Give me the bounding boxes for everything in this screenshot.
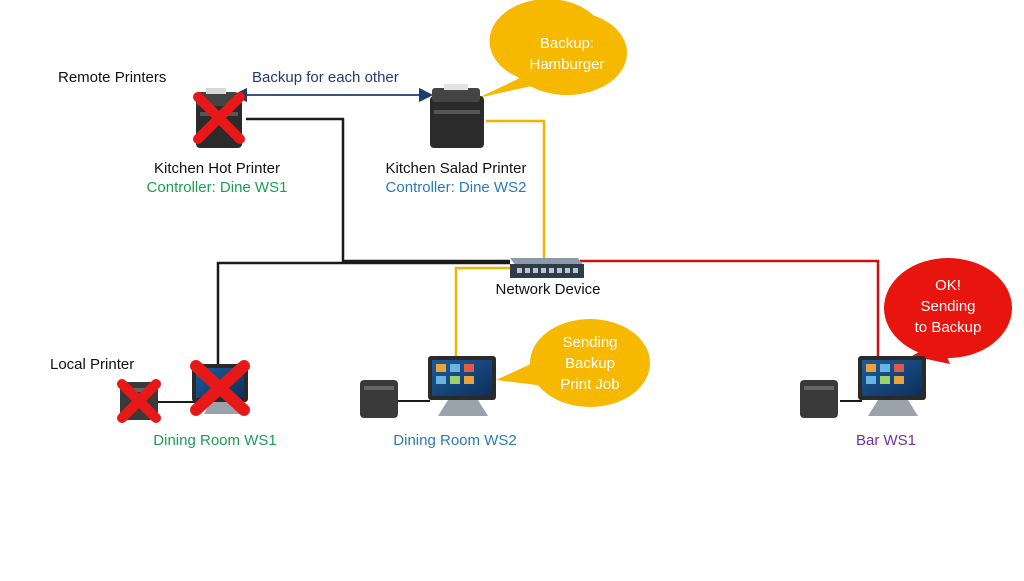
kitchen-salad-printer-label: Kitchen Salad Printer <box>385 160 527 177</box>
backup-each-other-label: Backup for each other <box>252 69 399 86</box>
kitchen-salad-controller-label: Controller: Dine WS2 <box>385 179 527 196</box>
remote-printers-label: Remote Printers <box>58 69 167 86</box>
bubble-line: to Backup <box>914 319 982 336</box>
bubble-line: Print Job <box>560 376 620 393</box>
bubble-sending-backup-text: Sending Backup Print Job <box>540 332 640 395</box>
line-switch-to-dining-ws1 <box>216 261 510 366</box>
connection-lines <box>158 117 880 403</box>
bubble-line: Backup: <box>539 35 595 52</box>
bubble-line: Sending <box>562 334 618 351</box>
local-printer-failure-x-icon <box>117 379 161 423</box>
bubble-line: Sending <box>920 298 976 315</box>
bubble-sending-backup <box>496 319 650 407</box>
dining-ws2-label: Dining Room WS2 <box>393 432 517 449</box>
kitchen-salad-printer-icon <box>430 84 484 148</box>
kitchen-hot-controller-label: Controller: Dine WS1 <box>146 179 288 196</box>
bubble-backup-hamburger-text: Backup: Hamburger <box>517 33 617 75</box>
network-switch-icon <box>510 258 584 278</box>
bubble-line: Backup <box>564 355 616 372</box>
bubble-line: OK! <box>935 277 961 294</box>
dining-ws2-terminal-icon <box>428 356 496 416</box>
line-switch-to-dining-ws2 <box>454 266 512 364</box>
line-switch-to-bar-ws1 <box>580 259 880 364</box>
kitchen-hot-printer-label: Kitchen Hot Printer <box>154 160 280 177</box>
kitchen-hot-failure-x-icon <box>193 92 245 144</box>
bubble-backup-hamburger <box>478 0 627 98</box>
local-printer-label: Local Printer <box>50 356 135 373</box>
bar-ws1-terminal-icon <box>858 356 926 416</box>
bar-ws1-printer-icon <box>800 380 838 418</box>
bubble-line: Hamburger <box>529 56 605 73</box>
dining-ws1-label: Dining Room WS1 <box>153 432 277 449</box>
dining-ws2-printer-icon <box>360 380 398 418</box>
bar-ws1-label: Bar WS1 <box>855 432 917 449</box>
bubble-ok-sending-text: OK! Sending to Backup <box>898 275 998 338</box>
network-device-label: Network Device <box>495 281 601 298</box>
line-kitchen-hot-to-switch <box>246 117 510 263</box>
line-kitchen-salad-to-switch <box>486 119 546 258</box>
dining-ws1-failure-x-icon <box>190 360 250 416</box>
